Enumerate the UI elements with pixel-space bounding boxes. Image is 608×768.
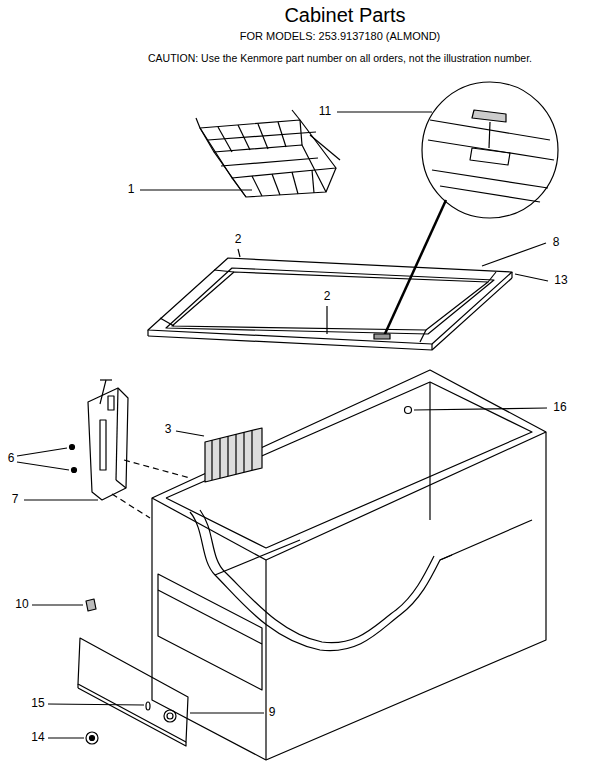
caution-note: CAUTION: Use the Kenmore part number on … — [147, 53, 533, 65]
callout-number: 13 — [553, 274, 568, 287]
cabinet-body — [152, 370, 546, 760]
callout-number: 16 — [552, 401, 567, 414]
detail-circle — [384, 82, 558, 336]
callout-number: 11 — [318, 105, 332, 118]
callout-number: 7 — [11, 493, 20, 506]
model-note: FOR MODELS: 253.9137180 (ALMOND) — [239, 30, 442, 42]
callout-number: 14 — [30, 731, 45, 744]
wire-basket — [196, 110, 340, 197]
leader-lines — [17, 112, 548, 738]
thermostat-bracket — [70, 380, 191, 518]
callout-number: 1 — [127, 183, 136, 196]
callout-number: 3 — [164, 423, 173, 436]
callout-number: 2 — [323, 290, 332, 303]
callout-number: 10 — [14, 598, 29, 611]
callout-number: 2 — [234, 233, 243, 246]
callout-number: 15 — [30, 697, 45, 710]
diagram-title: Cabinet Parts — [283, 4, 406, 26]
breaker-frame — [148, 258, 512, 350]
callout-number: 9 — [268, 706, 277, 719]
condenser-coil — [205, 428, 262, 482]
callout-number: 8 — [552, 236, 561, 249]
callout-number: 6 — [7, 452, 16, 465]
clip-part — [86, 599, 96, 611]
access-panel — [78, 638, 188, 746]
